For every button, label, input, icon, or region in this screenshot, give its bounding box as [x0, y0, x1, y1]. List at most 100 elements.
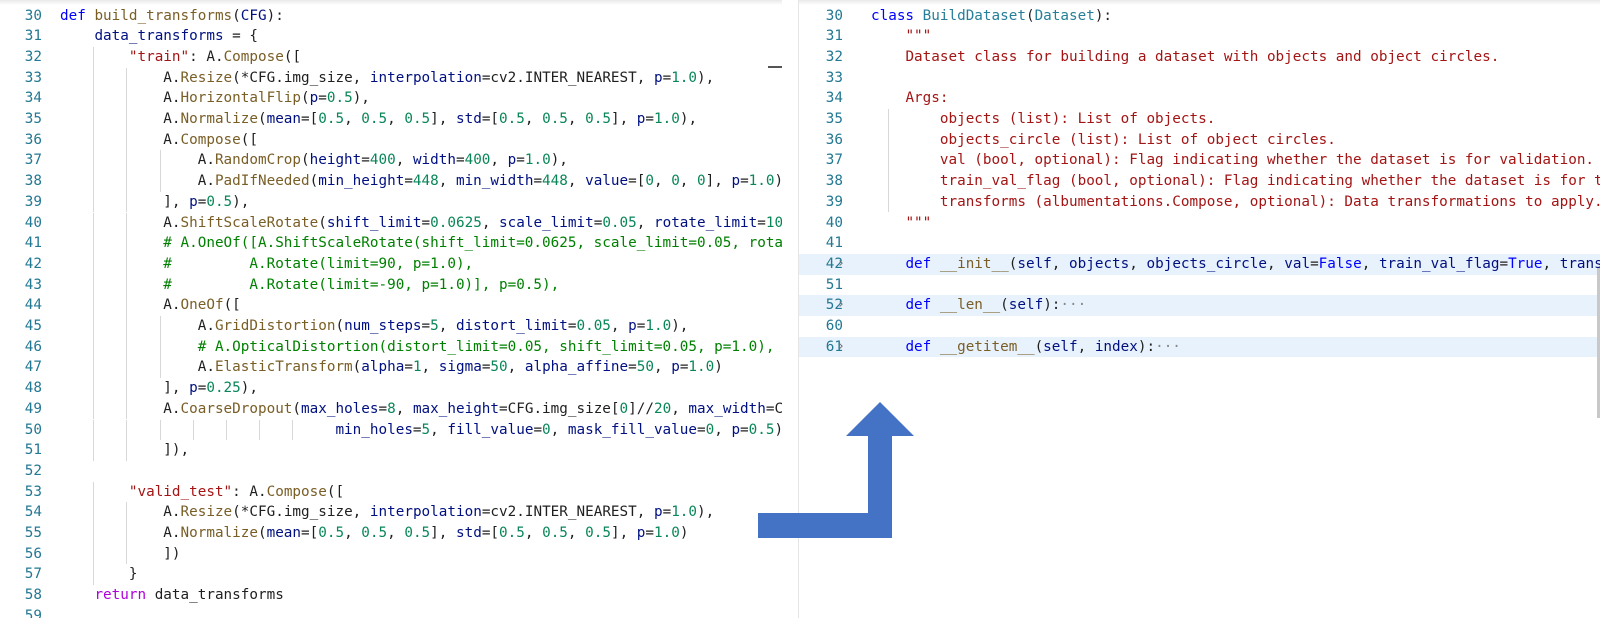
- code-text: A.Resize(*CFG.img_size, interpolation=cv…: [60, 68, 714, 89]
- code-line[interactable]: 48 ], p=0.25),: [0, 378, 782, 399]
- indent-guide: [93, 357, 95, 379]
- line-number: 35: [825, 111, 843, 127]
- indent-guide: [888, 191, 890, 213]
- code-line[interactable]: 31 data_transforms = {: [0, 26, 782, 47]
- fold-chevron-icon[interactable]: ›: [837, 338, 845, 354]
- code-token: ],: [705, 173, 732, 190]
- indent-guide: [126, 523, 128, 544]
- code-line[interactable]: 32 Dataset class for building a dataset …: [799, 47, 1600, 68]
- code-line[interactable]: 39 transforms (albumentations.Compose, o…: [799, 191, 1600, 213]
- code-line[interactable]: 34 A.HorizontalFlip(p=0.5),: [0, 88, 782, 109]
- indent-guide: [93, 502, 95, 523]
- code-token: Compose: [266, 483, 327, 500]
- code-token: ),: [671, 318, 689, 334]
- code-line[interactable]: 50 min_holes=5, fill_value=0, mask_fill_…: [0, 419, 782, 441]
- code-text: # A.OneOf([A.ShiftScaleRotate(shift_limi…: [60, 233, 782, 254]
- code-token: ,: [1129, 255, 1147, 272]
- code-token: scale_limit: [499, 214, 594, 231]
- code-token: [871, 215, 905, 231]
- code-line[interactable]: 45 A.GridDistortion(num_steps=5, distort…: [0, 316, 782, 337]
- code-line[interactable]: 35 objects (list): List of objects.: [799, 109, 1600, 130]
- code-line[interactable]: 44 A.OneOf([: [0, 295, 782, 316]
- line-number: 31: [24, 28, 42, 45]
- code-line[interactable]: 61› def __getitem__(self, index):···: [799, 336, 1600, 358]
- line-number: 37: [24, 152, 42, 169]
- code-token: num_steps: [344, 318, 422, 334]
- code-line[interactable]: 31 """: [799, 26, 1600, 47]
- code-line[interactable]: 41: [799, 233, 1600, 254]
- indent-guide: [126, 191, 128, 213]
- code-token: p: [653, 504, 663, 521]
- code-token: ,: [1051, 255, 1070, 272]
- line-number: 31: [825, 28, 843, 45]
- code-line[interactable]: 38 train_val_flag (bool, optional): Flag…: [799, 171, 1600, 192]
- code-line[interactable]: 51: [799, 275, 1600, 296]
- fold-chevron-icon[interactable]: ›: [837, 255, 845, 271]
- line-number: 59: [24, 607, 42, 618]
- indent-guide: [93, 398, 95, 420]
- code-text: def __init__(self, objects, objects_circ…: [871, 254, 1600, 275]
- code-token: index: [1094, 338, 1138, 355]
- indent-guide: [93, 440, 95, 461]
- code-token: Args:: [905, 90, 949, 107]
- code-line[interactable]: 58 return data_transforms: [0, 585, 782, 606]
- indent-guide: [159, 336, 161, 358]
- code-line[interactable]: 40 """: [799, 213, 1600, 234]
- code-line[interactable]: 37 A.RandomCrop(height=400, width=400, p…: [0, 150, 782, 172]
- code-line[interactable]: 51 ]),: [0, 440, 782, 461]
- editor-top-shadow: [0, 0, 782, 5]
- code-line[interactable]: 32 "train": A.Compose([: [0, 46, 782, 68]
- code-line[interactable]: 43 # A.Rotate(limit=-90, p=1.0)], p=0.5)…: [0, 274, 782, 296]
- code-line[interactable]: 36 objects_circle (list): List of object…: [799, 129, 1600, 151]
- indent-guide: [93, 129, 95, 151]
- code-line[interactable]: 54 A.Resize(*CFG.img_size, interpolation…: [0, 502, 782, 523]
- code-token: =: [455, 152, 465, 169]
- code-line[interactable]: 60: [799, 316, 1600, 337]
- fold-chevron-icon[interactable]: ›: [837, 297, 845, 313]
- code-token: __init__: [939, 255, 1009, 272]
- code-line[interactable]: 40 A.ShiftScaleRotate(shift_limit=0.0625…: [0, 212, 782, 234]
- right-scrollbar-thumb[interactable]: [1597, 268, 1600, 418]
- code-line[interactable]: 42 # A.Rotate(limit=90, p=1.0),: [0, 253, 782, 275]
- code-token: rotate_limit: [653, 214, 758, 231]
- code-line[interactable]: 55 A.Normalize(mean=[0.5, 0.5, 0.5], std…: [0, 523, 782, 544]
- code-line[interactable]: 42› def __init__(self, objects, objects_…: [799, 253, 1600, 275]
- indent-guide: [126, 440, 128, 461]
- code-token: GridDistortion: [214, 318, 336, 334]
- code-line[interactable]: 47 A.ElasticTransform(alpha=1, sigma=50,…: [0, 357, 782, 379]
- code-line[interactable]: 33 A.Resize(*CFG.img_size, interpolation…: [0, 67, 782, 89]
- code-token: 50: [636, 359, 654, 376]
- code-line[interactable]: 59: [0, 606, 782, 618]
- code-token: train_val_flag: [1378, 255, 1500, 272]
- code-line[interactable]: 35 A.Normalize(mean=[0.5, 0.5, 0.5], std…: [0, 109, 782, 130]
- code-line[interactable]: 53 "valid_test": A.Compose([: [0, 481, 782, 503]
- code-line[interactable]: 49 A.CoarseDropout(max_holes=8, max_heig…: [0, 398, 782, 420]
- code-token: shift_limit: [326, 214, 422, 231]
- code-token: 8: [387, 400, 396, 417]
- code-line[interactable]: 39 ], p=0.5),: [0, 191, 782, 213]
- code-line[interactable]: 33: [799, 68, 1600, 89]
- code-line[interactable]: 52› def __len__(self):···: [799, 295, 1600, 316]
- code-line[interactable]: 37 val (bool, optional): Flag indicating…: [799, 150, 1600, 172]
- code-token: 0.5: [585, 111, 611, 127]
- code-token: [871, 297, 905, 313]
- code-line[interactable]: 38 A.PadIfNeeded(min_height=448, min_wid…: [0, 171, 782, 192]
- code-token: =cv2.INTER_NEAREST,: [481, 504, 654, 521]
- code-token: =: [593, 214, 603, 231]
- code-line[interactable]: 57 }: [0, 564, 782, 586]
- code-line[interactable]: 56 ]): [0, 543, 782, 565]
- code-token: 1.0: [688, 359, 715, 376]
- code-token: ),: [774, 422, 782, 438]
- code-line[interactable]: 52: [0, 461, 782, 482]
- line-number: 61: [825, 338, 843, 355]
- code-token: A.: [60, 152, 215, 169]
- code-line[interactable]: 41 # A.OneOf([A.ShiftScaleRotate(shift_l…: [0, 233, 782, 254]
- code-line[interactable]: 34 Args:: [799, 88, 1600, 109]
- code-line[interactable]: 36 A.Compose([: [0, 129, 782, 151]
- code-line[interactable]: 46 # A.OpticalDistortion(distort_limit=0…: [0, 336, 782, 358]
- code-token: val: [1284, 255, 1311, 272]
